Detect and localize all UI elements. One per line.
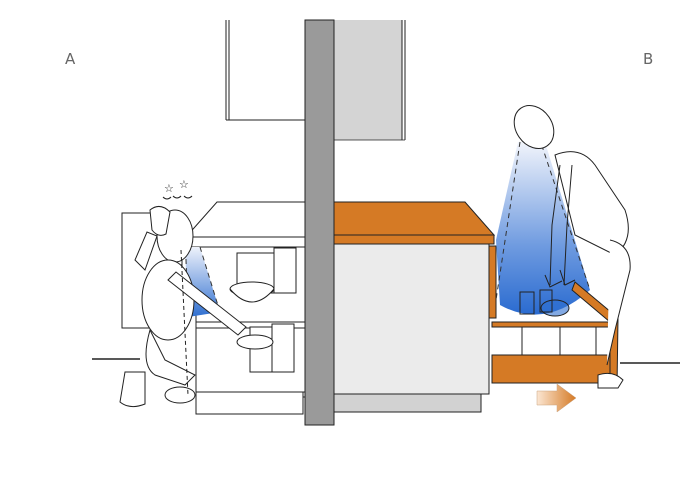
wall-column	[304, 19, 335, 426]
cabinet-b	[333, 201, 497, 413]
figure-kneeling-a: ☆ ☆	[119, 179, 274, 408]
upper-cabinet-right	[334, 20, 406, 141]
floor-line	[92, 358, 680, 364]
scene-label-a: A	[65, 50, 76, 68]
pull-out-drawer	[491, 281, 619, 389]
svg-text:☆: ☆	[164, 183, 174, 195]
figure-bending-b	[513, 105, 631, 389]
svg-text:☆: ☆	[179, 179, 189, 191]
vision-cone-b	[495, 127, 591, 315]
scene-label-b: B	[643, 50, 654, 68]
arrow-right-icon	[536, 383, 577, 413]
upper-cabinet-left	[225, 20, 306, 121]
